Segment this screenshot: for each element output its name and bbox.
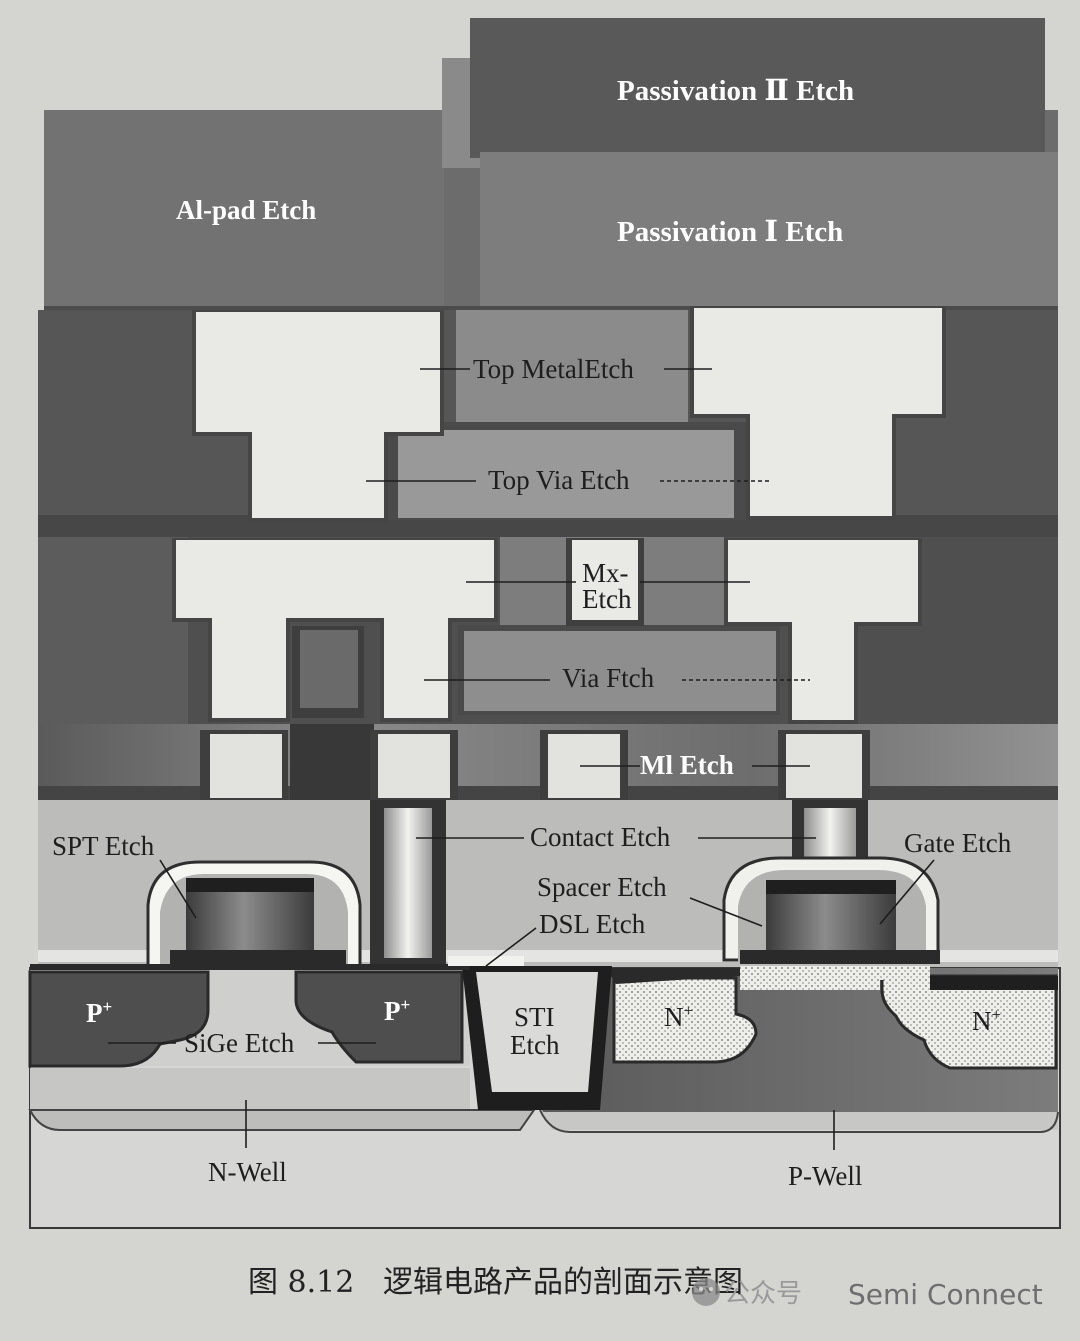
n-plus-right-label: N+	[972, 1005, 1001, 1036]
p-plus-right-label: P+	[384, 995, 410, 1026]
n-well-label: N-Well	[208, 1157, 287, 1187]
mx-via-layer	[38, 537, 1058, 730]
m1-layer	[38, 724, 1058, 804]
passivation-stack	[44, 18, 1058, 314]
leader-lines	[108, 368, 935, 1150]
dsl-etch-label: DSL Etch	[539, 909, 646, 939]
sti-etch-label-line2: Etch	[510, 1030, 560, 1060]
al-pad-etch-label: Al-pad Etch	[176, 195, 316, 225]
spt-etch-label: SPT Etch	[52, 831, 155, 861]
passivation-1-etch-label: Passivation Ⅰ Etch	[617, 216, 843, 248]
p-well-label: P-Well	[788, 1161, 862, 1191]
contact-etch-label: Contact Etch	[530, 822, 671, 852]
spacer-etch-label: Spacer Etch	[537, 872, 667, 902]
wechat-icon	[692, 1278, 720, 1306]
top-via-etch-label: Top Via Etch	[488, 465, 630, 495]
passivation-2-etch-label: Passivation Ⅱ Etch	[617, 75, 854, 107]
n-plus-left-label: N+	[664, 1001, 693, 1032]
sige-etch-label: SiGe Etch	[184, 1028, 295, 1058]
figure-caption: 图 8.12 逻辑电路产品的剖面示意图	[248, 1265, 743, 1300]
mx-etch-label-line2: Etch	[582, 584, 632, 614]
p-plus-left-label: P+	[86, 997, 112, 1028]
watermark-brand: Semi Connect	[848, 1278, 1043, 1311]
via-etch-label: Via Ftch	[562, 663, 655, 693]
sti-etch-label-line1: STI	[514, 1002, 555, 1032]
mx-etch-label-line1: Mx-	[582, 558, 629, 588]
m1-etch-label: Ml Etch	[640, 750, 734, 780]
watermark-public-account: 公众号	[724, 1279, 802, 1309]
gate-etch-label: Gate Etch	[904, 828, 1012, 858]
substrate	[28, 956, 1061, 1229]
top-metal-layer	[38, 306, 1058, 537]
contact-gate-region	[38, 800, 1058, 970]
top-metal-etch-label: Top MetalEtch	[473, 354, 634, 384]
